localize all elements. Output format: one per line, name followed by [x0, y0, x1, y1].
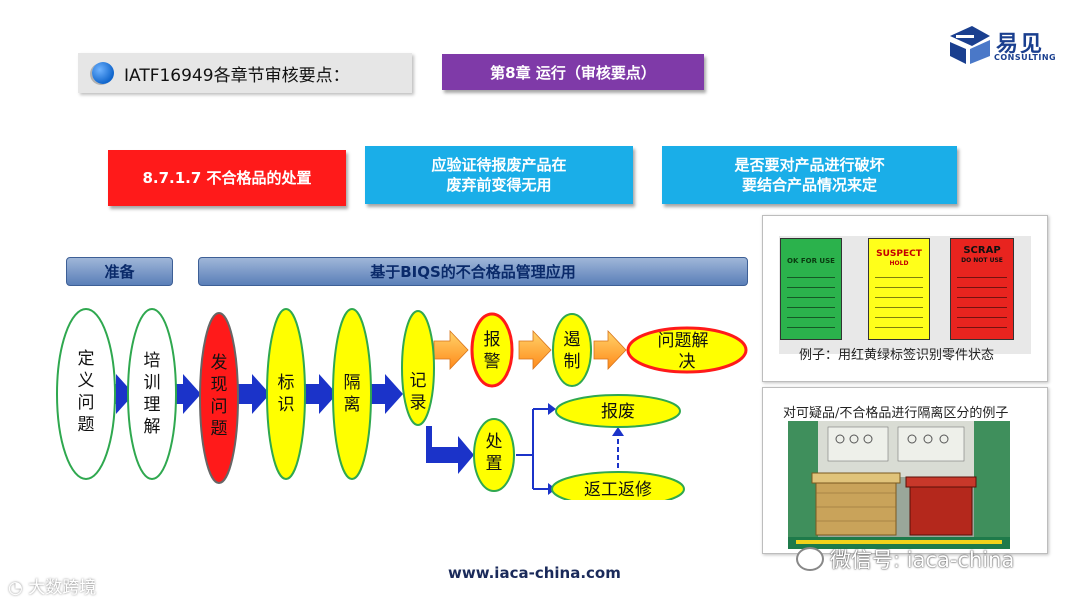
logo-mark-icon [950, 26, 990, 64]
flow-arrow-to-contain [518, 329, 552, 371]
flow-arrow-to-alarm [433, 329, 469, 371]
yellow-tag-title: SUSPECT [876, 249, 922, 259]
audit-point-1-line-2: 废弃前变得无用 [446, 176, 552, 194]
isolation-photo-caption: 对可疑品/不合格品进行隔离区分的例子 [783, 406, 1009, 421]
label-record-2: 录 [410, 393, 427, 413]
node-contain [552, 313, 592, 387]
flow-arrow-3 [238, 374, 270, 414]
wechat-id-text: 微信号: iaca-china [830, 548, 1015, 572]
label-resolve-1: 问题解 [658, 331, 709, 351]
label-resolve-2: 决 [679, 352, 696, 372]
green-tag: OK FOR USE [780, 238, 842, 340]
node-isolate [332, 308, 372, 480]
flow-arrow-4 [305, 374, 337, 414]
yellow-tag: SUSPECT HOLD [868, 238, 930, 340]
company-logo: 易见 CONSULTING [946, 22, 1061, 68]
isolation-example-photo: 对可疑品/不合格品进行隔离区分的例子 [762, 387, 1048, 554]
yellow-tag-subtitle: HOLD [889, 260, 909, 267]
node-identify [266, 308, 306, 480]
label-dispose-2: 置 [486, 454, 503, 474]
logo-text-cn: 易见 [996, 32, 1045, 57]
wechat-id: 微信号: iaca-china [796, 544, 1014, 574]
label-define-2: 义 [78, 371, 95, 391]
flow-arrow-2 [169, 374, 201, 414]
isolation-area-picture [788, 421, 1010, 549]
arrowhead-rework-to-scrap [612, 427, 624, 436]
label-define-3: 问 [78, 393, 95, 413]
section-header: IATF16949各章节审核要点： [78, 53, 412, 93]
label-define-1: 定 [78, 349, 95, 369]
label-record-1: 记 [410, 371, 427, 391]
tag-example-photo: OK FOR USE SUSPECT HOLD SCRAP DO NOT USE… [762, 215, 1048, 382]
prep-phase-bar: 准备 [66, 257, 173, 286]
label-alarm-2: 警 [484, 352, 501, 372]
label-discover-3: 问 [211, 397, 228, 417]
audit-point-box-1: 应验证待报废产品在 废弃前变得无用 [365, 146, 633, 204]
node-record [401, 310, 435, 426]
watermark-icon: ◔ [8, 578, 23, 598]
node-dispose [473, 418, 515, 492]
tag-photo-caption: 例子：用红黄绿标签识别零件状态 [799, 348, 995, 363]
node-define-problem [56, 308, 116, 480]
label-discover-2: 现 [211, 375, 228, 395]
label-train-3: 理 [144, 395, 161, 415]
website-url[interactable]: www.iaca-china.com [448, 564, 621, 582]
label-discover-4: 题 [211, 419, 228, 439]
label-discover-1: 发 [211, 353, 228, 373]
audit-point-2-line-1: 是否要对产品进行破坏 [734, 155, 885, 174]
red-tag-subtitle: DO NOT USE [961, 257, 1003, 264]
label-alarm-1: 报 [484, 330, 501, 350]
node-resolve [626, 326, 748, 374]
label-contain-1: 遏 [564, 330, 581, 350]
node-rework [551, 471, 685, 500]
red-tag-title: SCRAP [963, 245, 1001, 256]
node-scrap [555, 394, 681, 428]
section-title: IATF16949各章节审核要点： [124, 65, 350, 86]
label-train-4: 解 [144, 417, 161, 437]
flow-arrow-to-dispose [426, 426, 474, 474]
node-training [127, 308, 177, 480]
node-discover-problem [199, 312, 239, 484]
flow-arrow-to-resolve [593, 329, 627, 371]
watermark: ◔ 大数跨境 [8, 573, 96, 598]
label-train-2: 训 [144, 373, 161, 393]
wechat-icon [796, 547, 824, 571]
arrowhead-to-scrap [548, 403, 556, 415]
red-tag: SCRAP DO NOT USE [950, 238, 1014, 340]
flow-arrow-5 [371, 374, 403, 414]
node-alarm [470, 312, 514, 388]
label-define-4: 题 [78, 415, 95, 435]
label-contain-2: 制 [564, 352, 581, 372]
label-identify-1: 标 [278, 373, 295, 393]
audit-point-box-2: 是否要对产品进行破坏 要结合产品情况来定 [662, 146, 957, 204]
label-isolate-2: 离 [344, 395, 361, 415]
label-identify-2: 识 [278, 395, 295, 415]
label-scrap: 报废 [601, 402, 635, 422]
label-train-1: 培 [144, 351, 161, 371]
label-dispose-1: 处 [486, 432, 503, 452]
process-flow-diagram: 定 义 问 题 培 训 理 解 发 现 问 题 标 识 隔 离 记 录 报 警 … [56, 308, 748, 500]
label-rework: 返工返修 [584, 480, 652, 500]
logo-text-en: CONSULTING [994, 53, 1057, 62]
chapter-label: 第8章 运行（审核要点） [442, 54, 704, 90]
clause-box: 8.7.1.7 不合格品的处置 [108, 150, 346, 206]
green-tag-title: OK FOR USE [787, 257, 835, 265]
label-isolate-1: 隔 [344, 373, 361, 393]
bullet-icon [92, 62, 114, 84]
biqs-phase-bar: 基于BIQS的不合格品管理应用 [198, 257, 748, 286]
audit-point-1-line-1: 应验证待报废产品在 [431, 155, 567, 174]
watermark-text: 大数跨境 [28, 578, 97, 598]
audit-point-2-line-2: 要结合产品情况来定 [741, 176, 877, 194]
